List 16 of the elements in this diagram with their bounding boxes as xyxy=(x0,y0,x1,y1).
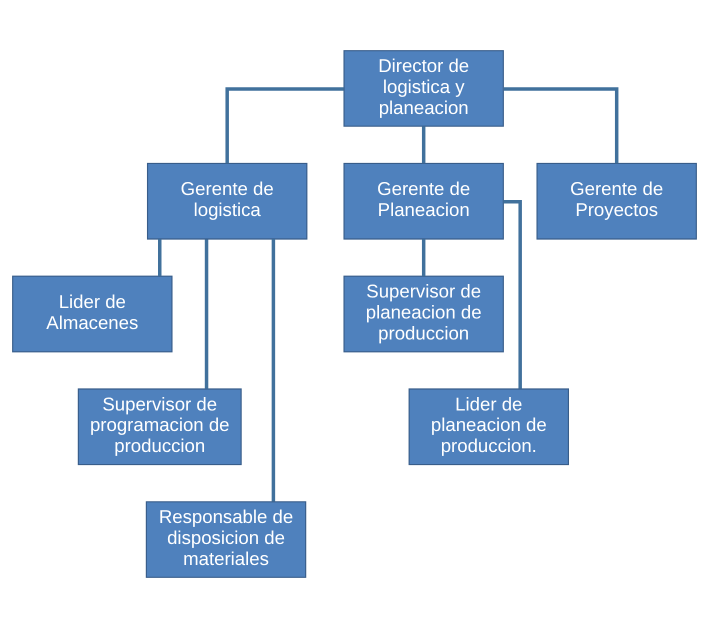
connector xyxy=(504,87,618,164)
node-box: Gerente de Planeacion xyxy=(343,162,504,240)
connector xyxy=(225,87,344,164)
connector xyxy=(422,239,426,276)
node-box: Gerente de logistica xyxy=(146,162,308,240)
node-box: Director de logistica y planeacion xyxy=(343,50,504,127)
node-box: Lider de Almacenes xyxy=(12,276,173,352)
connector xyxy=(204,239,208,389)
node-box: Lider de planeacion de produccion. xyxy=(408,388,570,466)
connector xyxy=(158,239,162,276)
node-box: Supervisor de programacion de produccion xyxy=(78,388,242,466)
node-box: Responsable de disposicion de materiales xyxy=(146,501,306,578)
node-box: Supervisor de planeacion de produccion xyxy=(343,276,504,352)
connector xyxy=(422,126,426,164)
connector xyxy=(272,239,276,502)
node-box: Gerente de Proyectos xyxy=(536,162,697,240)
